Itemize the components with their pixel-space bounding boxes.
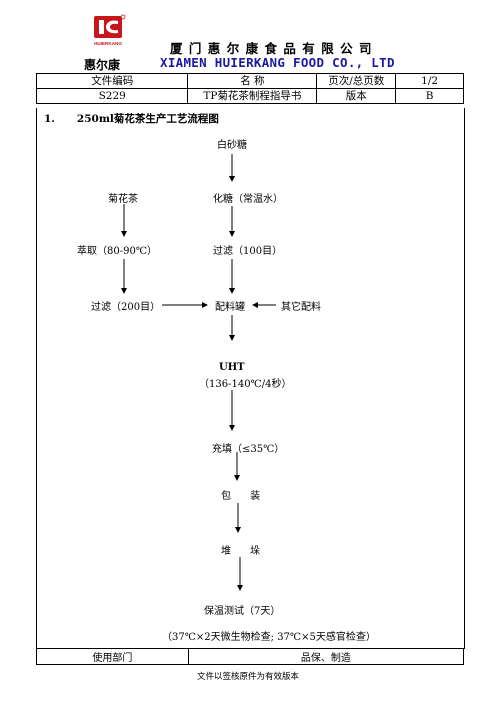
step-filling: 充填（≤35℃）	[212, 444, 285, 455]
version-label: 版本	[316, 88, 397, 104]
usage-dept-label: 使用部门	[36, 648, 189, 665]
step-dissolve-sugar: 化糖（常温水）	[213, 194, 283, 205]
company-logo: HUIERKANG	[92, 14, 126, 48]
step-uht: UHT	[219, 362, 245, 373]
step-blend-tank: 配料罐	[215, 302, 245, 313]
doc-code-label: 文件编码	[35, 73, 189, 89]
svg-text:HUIERKANG: HUIERKANG	[94, 41, 122, 46]
usage-dept-value: 品保、制造	[187, 648, 465, 665]
step-incubation-note: （37℃×2天微生物检查; 37℃×5天感官检查）	[162, 632, 376, 643]
doc-code-value: S229	[35, 88, 189, 104]
version-value: B	[395, 88, 464, 104]
step-chrysanthemum: 菊花茶	[108, 194, 138, 205]
company-name-cn: 厦门惠尔康食品有限公司	[170, 41, 378, 56]
validity-footnote: 文件以签核原件为有效版本	[196, 672, 299, 682]
step-incubation-test: 保温测试（7天）	[204, 606, 281, 617]
step-extract: 萃取（80-90℃）	[77, 246, 158, 257]
brand-name-cn: 惠尔康	[84, 58, 121, 72]
doc-name-value: TP菊花茶制程指导书	[187, 88, 318, 104]
company-name-en: XIAMEN HUIERKANG FOOD CO., LTD	[160, 55, 395, 70]
step-filter-100: 过滤（100目）	[213, 246, 283, 257]
step-filter-200: 过滤（200目）	[91, 302, 161, 313]
section-heading: 1. 250ml菊花茶生产工艺流程图	[44, 111, 219, 126]
section-number: 1.	[44, 113, 55, 125]
step-uht-condition: （136-140℃/4秒）	[199, 379, 292, 390]
doc-info-value-row: S229 TP菊花茶制程指导书 版本 B	[35, 88, 464, 104]
section-title: 250ml菊花茶生产工艺流程图	[76, 113, 219, 125]
document-info-table: 文件编码 名 称 页次/总页数 1/2 S229 TP菊花茶制程指导书 版本 B	[35, 73, 464, 104]
page-count-label: 页次/总页数	[316, 73, 397, 89]
usage-department-row: 使用部门 品保、制造	[36, 648, 465, 665]
step-other-ingredients: 其它配料	[281, 302, 321, 313]
usage-department-table: 使用部门 品保、制造	[36, 648, 465, 665]
step-stacking: 堆 垛	[221, 546, 261, 557]
step-sugar: 白砂糖	[217, 140, 247, 151]
step-packing: 包 装	[221, 491, 261, 502]
